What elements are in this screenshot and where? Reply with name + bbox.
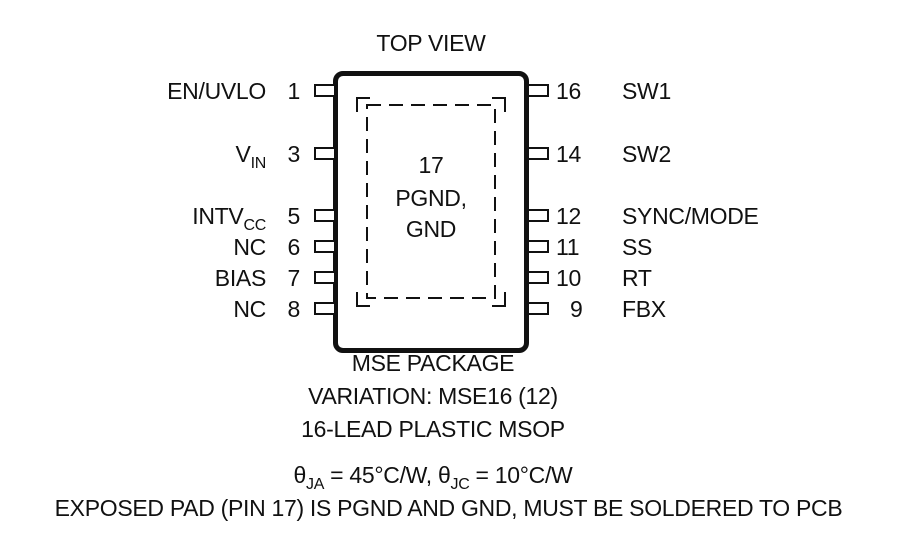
pin-12-name: SYNC/MODE <box>622 203 759 229</box>
pin-9-number: 9 <box>570 296 583 322</box>
pad-label-gnd: GND <box>405 216 457 242</box>
exposed-pad-note: EXPOSED PAD (PIN 17) IS PGND AND GND, MU… <box>54 495 843 521</box>
pin-6-name: NC <box>233 234 266 260</box>
pin-5-lead <box>314 209 334 222</box>
pin-10-lead <box>529 271 549 284</box>
package-description: 16-LEAD PLASTIC MSOP <box>301 416 565 442</box>
pin-5-name: INTVCC <box>192 203 266 234</box>
pin-12-lead <box>529 209 549 222</box>
top-view-label: TOP VIEW <box>376 30 486 56</box>
pin-16-lead <box>529 84 549 97</box>
pin-11-lead <box>529 240 549 253</box>
pin-14-name: SW2 <box>622 141 671 167</box>
pin-10-number: 10 <box>556 265 581 291</box>
pin-7-lead <box>314 271 334 284</box>
pin-8-lead <box>314 302 334 315</box>
pad-label-pgnd: PGND, <box>395 185 467 211</box>
thermal-resistance: θJA = 45°C/W, θJC = 10°C/W <box>293 462 573 493</box>
pin-9-lead <box>529 302 549 315</box>
pin-9-name: FBX <box>622 296 666 322</box>
pin-3-name: VIN <box>235 141 267 172</box>
package-body <box>333 71 529 353</box>
pin-6-lead <box>314 240 334 253</box>
pin-1-number: 1 <box>287 78 301 104</box>
pin-11-name: SS <box>622 234 653 260</box>
pin-1-name: EN/UVLO <box>167 78 266 104</box>
pin-16-number: 16 <box>556 78 581 104</box>
pin-14-lead <box>529 147 549 160</box>
pin-7-number: 7 <box>287 265 301 291</box>
pin-10-name: RT <box>622 265 652 291</box>
pin-11-number: 11 <box>556 234 580 260</box>
pin-16-name: SW1 <box>622 78 671 104</box>
pin-6-number: 6 <box>287 234 301 260</box>
pin-14-number: 14 <box>556 141 581 167</box>
package-name: MSE PACKAGE <box>351 350 515 376</box>
pin-8-number: 8 <box>287 296 301 322</box>
pin-7-name: BIAS <box>214 265 267 291</box>
package-variation: VARIATION: MSE16 (12) <box>308 383 558 409</box>
pin-5-number: 5 <box>287 203 301 229</box>
pin-8-name: NC <box>233 296 266 322</box>
pin-3-lead <box>314 147 334 160</box>
pin-3-number: 3 <box>287 141 301 167</box>
pin-12-number: 12 <box>556 203 581 229</box>
pin-1-lead <box>314 84 334 97</box>
pad-number: 17 <box>418 152 444 178</box>
